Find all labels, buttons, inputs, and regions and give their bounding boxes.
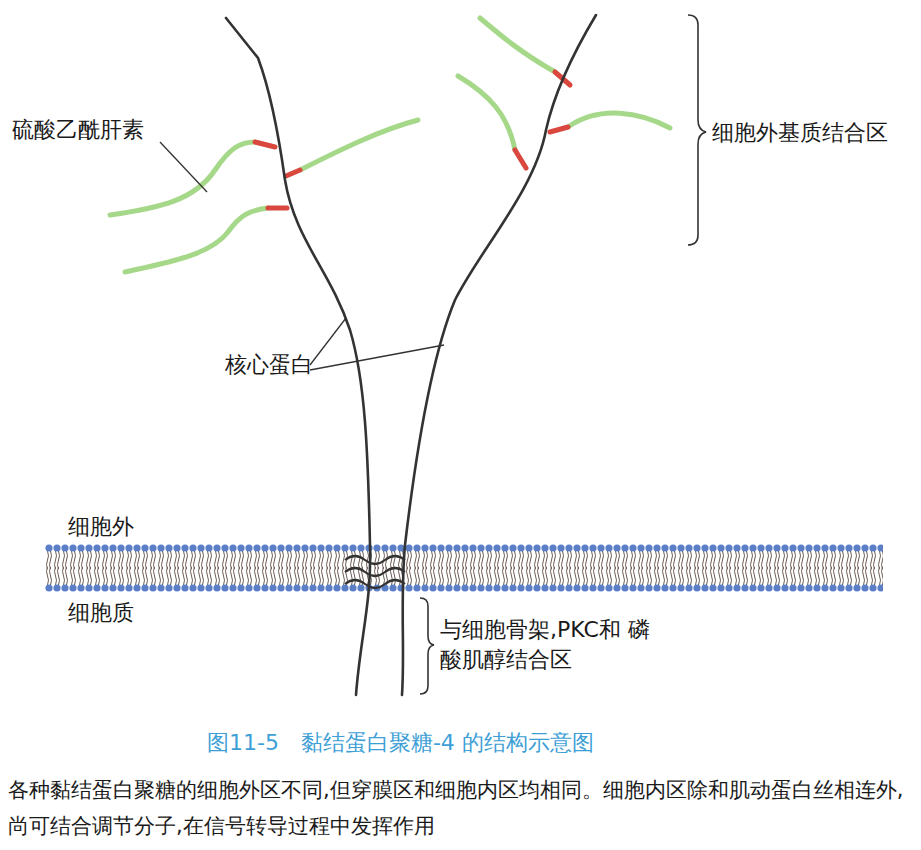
- side-label: 细胞外: [68, 512, 134, 542]
- figure-caption: 图11-5 黏结蛋白聚糖-4 的结构示意图: [207, 728, 594, 758]
- transmembrane-helix: [345, 556, 405, 588]
- core-protein: [226, 15, 596, 695]
- region-label: 与细胞骨架,PKC和 磷酸肌醇结合区: [440, 615, 660, 675]
- glycan-label: 硫酸乙酰肝素: [12, 115, 144, 145]
- side-label: 细胞质: [68, 598, 134, 628]
- protein-label: 核心蛋白: [225, 350, 313, 380]
- brackets: [420, 15, 706, 694]
- region-label: 细胞外基质结合区: [712, 118, 888, 148]
- glycan-chains: [110, 18, 670, 272]
- lipid-bilayer: [45, 543, 883, 593]
- body-text: 各种黏结蛋白聚糖的细胞外区不同,但穿膜区和细胞内区均相同。细胞内区除和肌动蛋白丝…: [8, 772, 913, 844]
- leader-lines: [160, 142, 444, 370]
